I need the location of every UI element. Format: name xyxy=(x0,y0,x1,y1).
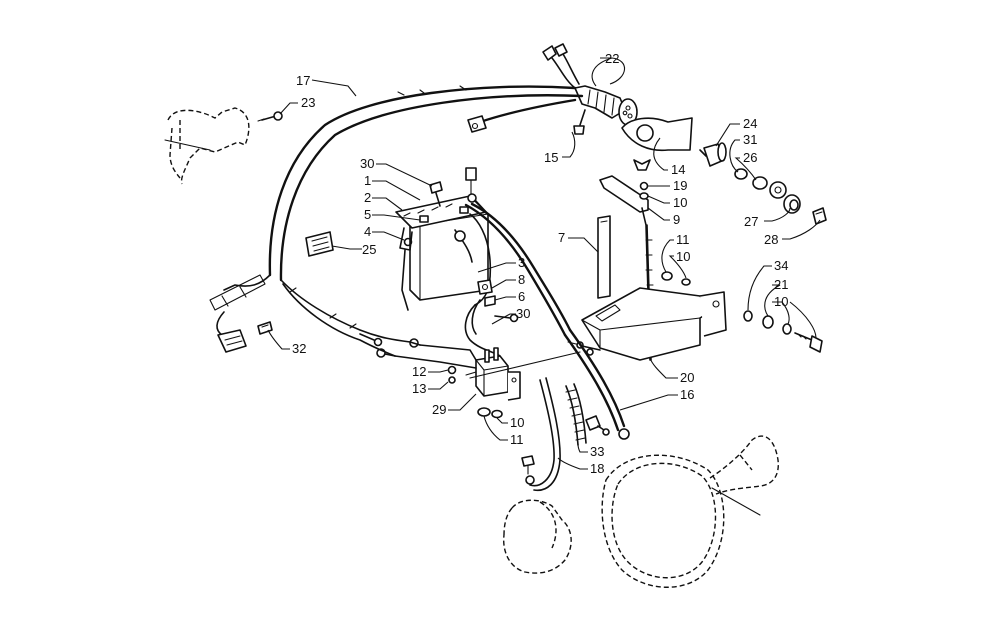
solenoid-29 xyxy=(394,344,521,419)
callout-17: 17 xyxy=(296,73,310,88)
callout-9: 9 xyxy=(673,212,680,227)
decal-25 xyxy=(305,231,334,257)
fuse-32 xyxy=(257,321,273,335)
mount-hardware-34 xyxy=(743,310,823,353)
callout-34: 34 xyxy=(774,258,788,273)
callout-11: 11 xyxy=(510,432,524,447)
callout-5: 5 xyxy=(364,207,371,222)
callout-12: 12 xyxy=(412,364,426,379)
bolt-washers-lower xyxy=(521,415,610,475)
callout-11: 11 xyxy=(676,232,690,247)
callout-1: 1 xyxy=(364,173,371,188)
callout-29: 29 xyxy=(432,402,446,417)
callout-28: 28 xyxy=(764,232,778,247)
callout-25: 25 xyxy=(362,242,376,257)
callout-6: 6 xyxy=(518,289,525,304)
callout-10: 10 xyxy=(774,294,788,309)
callout-7: 7 xyxy=(558,230,565,245)
callout-14: 14 xyxy=(671,162,685,177)
callout-26: 26 xyxy=(743,150,757,165)
battery-cable-3 xyxy=(454,167,572,337)
callout-10: 10 xyxy=(510,415,524,430)
callout-leaders xyxy=(267,57,821,470)
cable-30b xyxy=(464,279,519,357)
callout-30: 30 xyxy=(360,156,374,171)
key-switch-assembly xyxy=(621,117,827,225)
callout-8: 8 xyxy=(518,272,525,287)
callout-21: 21 xyxy=(774,277,788,292)
callout-32: 32 xyxy=(292,341,306,356)
callout-16: 16 xyxy=(680,387,694,402)
cable-16 xyxy=(563,328,630,440)
callout-10: 10 xyxy=(676,249,690,264)
callout-4: 4 xyxy=(364,224,371,239)
callout-3: 3 xyxy=(518,255,525,270)
callout-27: 27 xyxy=(744,214,758,229)
callout-19: 19 xyxy=(673,178,687,193)
callout-31: 31 xyxy=(743,132,757,147)
callout-15: 15 xyxy=(544,150,558,165)
strap-7 xyxy=(597,215,611,299)
battery-tray-20 xyxy=(567,271,727,361)
starter-motor xyxy=(503,499,572,574)
callout-10: 10 xyxy=(673,195,687,210)
wiring-harness xyxy=(209,85,584,358)
callout-numbers: 22 17 23 15 24 31 26 14 19 10 9 27 28 30… xyxy=(292,51,788,476)
cable-18 xyxy=(525,377,561,492)
flywheel-housing xyxy=(601,435,779,588)
callout-24: 24 xyxy=(743,116,757,131)
callout-2: 2 xyxy=(364,190,371,205)
callout-33: 33 xyxy=(590,444,604,459)
harness-connector-22 xyxy=(467,43,638,135)
callout-30: 30 xyxy=(516,306,530,321)
callout-23: 23 xyxy=(301,95,315,110)
callout-20: 20 xyxy=(680,370,694,385)
bracket-9 xyxy=(599,159,654,361)
boot-33 xyxy=(565,383,587,446)
mount-panel-23 xyxy=(164,107,283,185)
callout-18: 18 xyxy=(590,461,604,476)
callout-13: 13 xyxy=(412,381,426,396)
callout-22: 22 xyxy=(605,51,619,66)
